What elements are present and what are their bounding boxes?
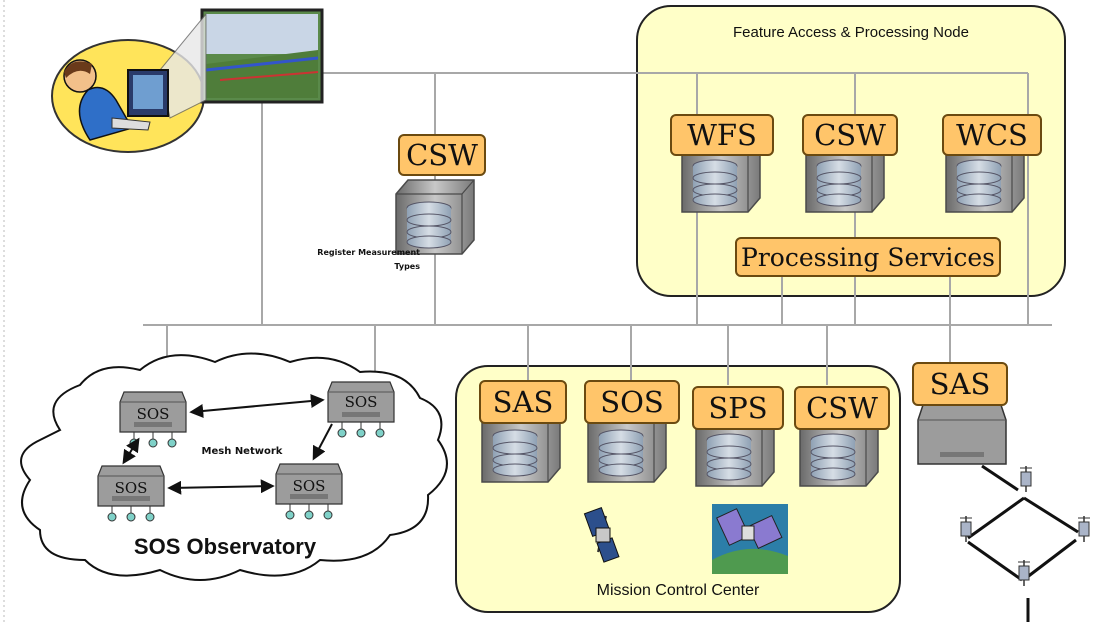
- antenna-icon: [1017, 559, 1031, 587]
- mesh-network-label: Mesh Network: [201, 446, 283, 457]
- wfs-label: WFS: [670, 114, 774, 156]
- sos-bottom-left-label: SOS: [114, 479, 148, 497]
- sos-top-left-label: SOS: [136, 405, 170, 423]
- sos-observatory-title: SOS Observatory: [133, 534, 317, 559]
- user-at-workstation-icon: [51, 8, 324, 153]
- satellite-icon: [583, 507, 620, 563]
- central-csw-label: CSW: [398, 134, 486, 176]
- node-csw-label: CSW: [802, 114, 898, 156]
- processing-services-label: Processing Services: [735, 237, 1001, 277]
- feature-node-title: Feature Access & Processing Node: [733, 24, 969, 41]
- antenna-icon: [1077, 515, 1091, 543]
- mesh-links: [122, 394, 333, 495]
- mission-sas-label: SAS: [479, 380, 567, 424]
- sps-label: SPS: [692, 386, 784, 430]
- antenna-icon: [1019, 465, 1033, 493]
- wcs-label: WCS: [942, 114, 1042, 156]
- sos-top-right-label: SOS: [344, 393, 378, 411]
- mission-csw-label: CSW: [794, 386, 890, 430]
- mission-control-title: Mission Control Center: [596, 582, 760, 599]
- sensor-icon: [917, 401, 1007, 465]
- sos-bottom-right-label: SOS: [292, 477, 326, 495]
- mission-sos-label: SOS: [584, 380, 680, 424]
- mission-control-container: [455, 365, 901, 613]
- right-sas-label: SAS: [912, 362, 1008, 406]
- server-icon: [395, 179, 475, 255]
- antenna-network: [967, 464, 1079, 622]
- register-note: Register Measurement Types: [317, 248, 420, 271]
- satellite-icon: [712, 504, 788, 574]
